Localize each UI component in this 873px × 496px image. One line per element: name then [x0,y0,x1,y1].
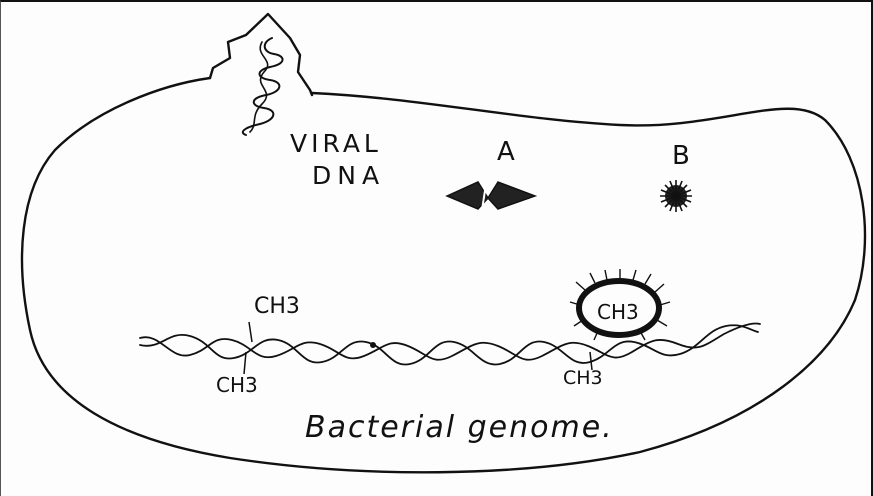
methyl-bound-label: CH3 [597,300,639,324]
bacterial-genome-label: Bacterial genome. [305,410,614,445]
viral-dna-label-line1: VIRAL [290,129,382,158]
enzyme-a-shape [447,182,535,209]
bacterial-genome-strand-2 [140,325,758,364]
methyl-bottom-label: CH3 [216,373,258,397]
enzyme-b-label: B [672,141,690,171]
methyl-top-label: CH3 [254,294,300,319]
methyl-right-label: CH3 [563,367,603,389]
enzyme-a-label: A [497,137,515,167]
viral-dna-label-line2: DNA [312,161,385,190]
enzyme-b-shape [660,180,692,212]
